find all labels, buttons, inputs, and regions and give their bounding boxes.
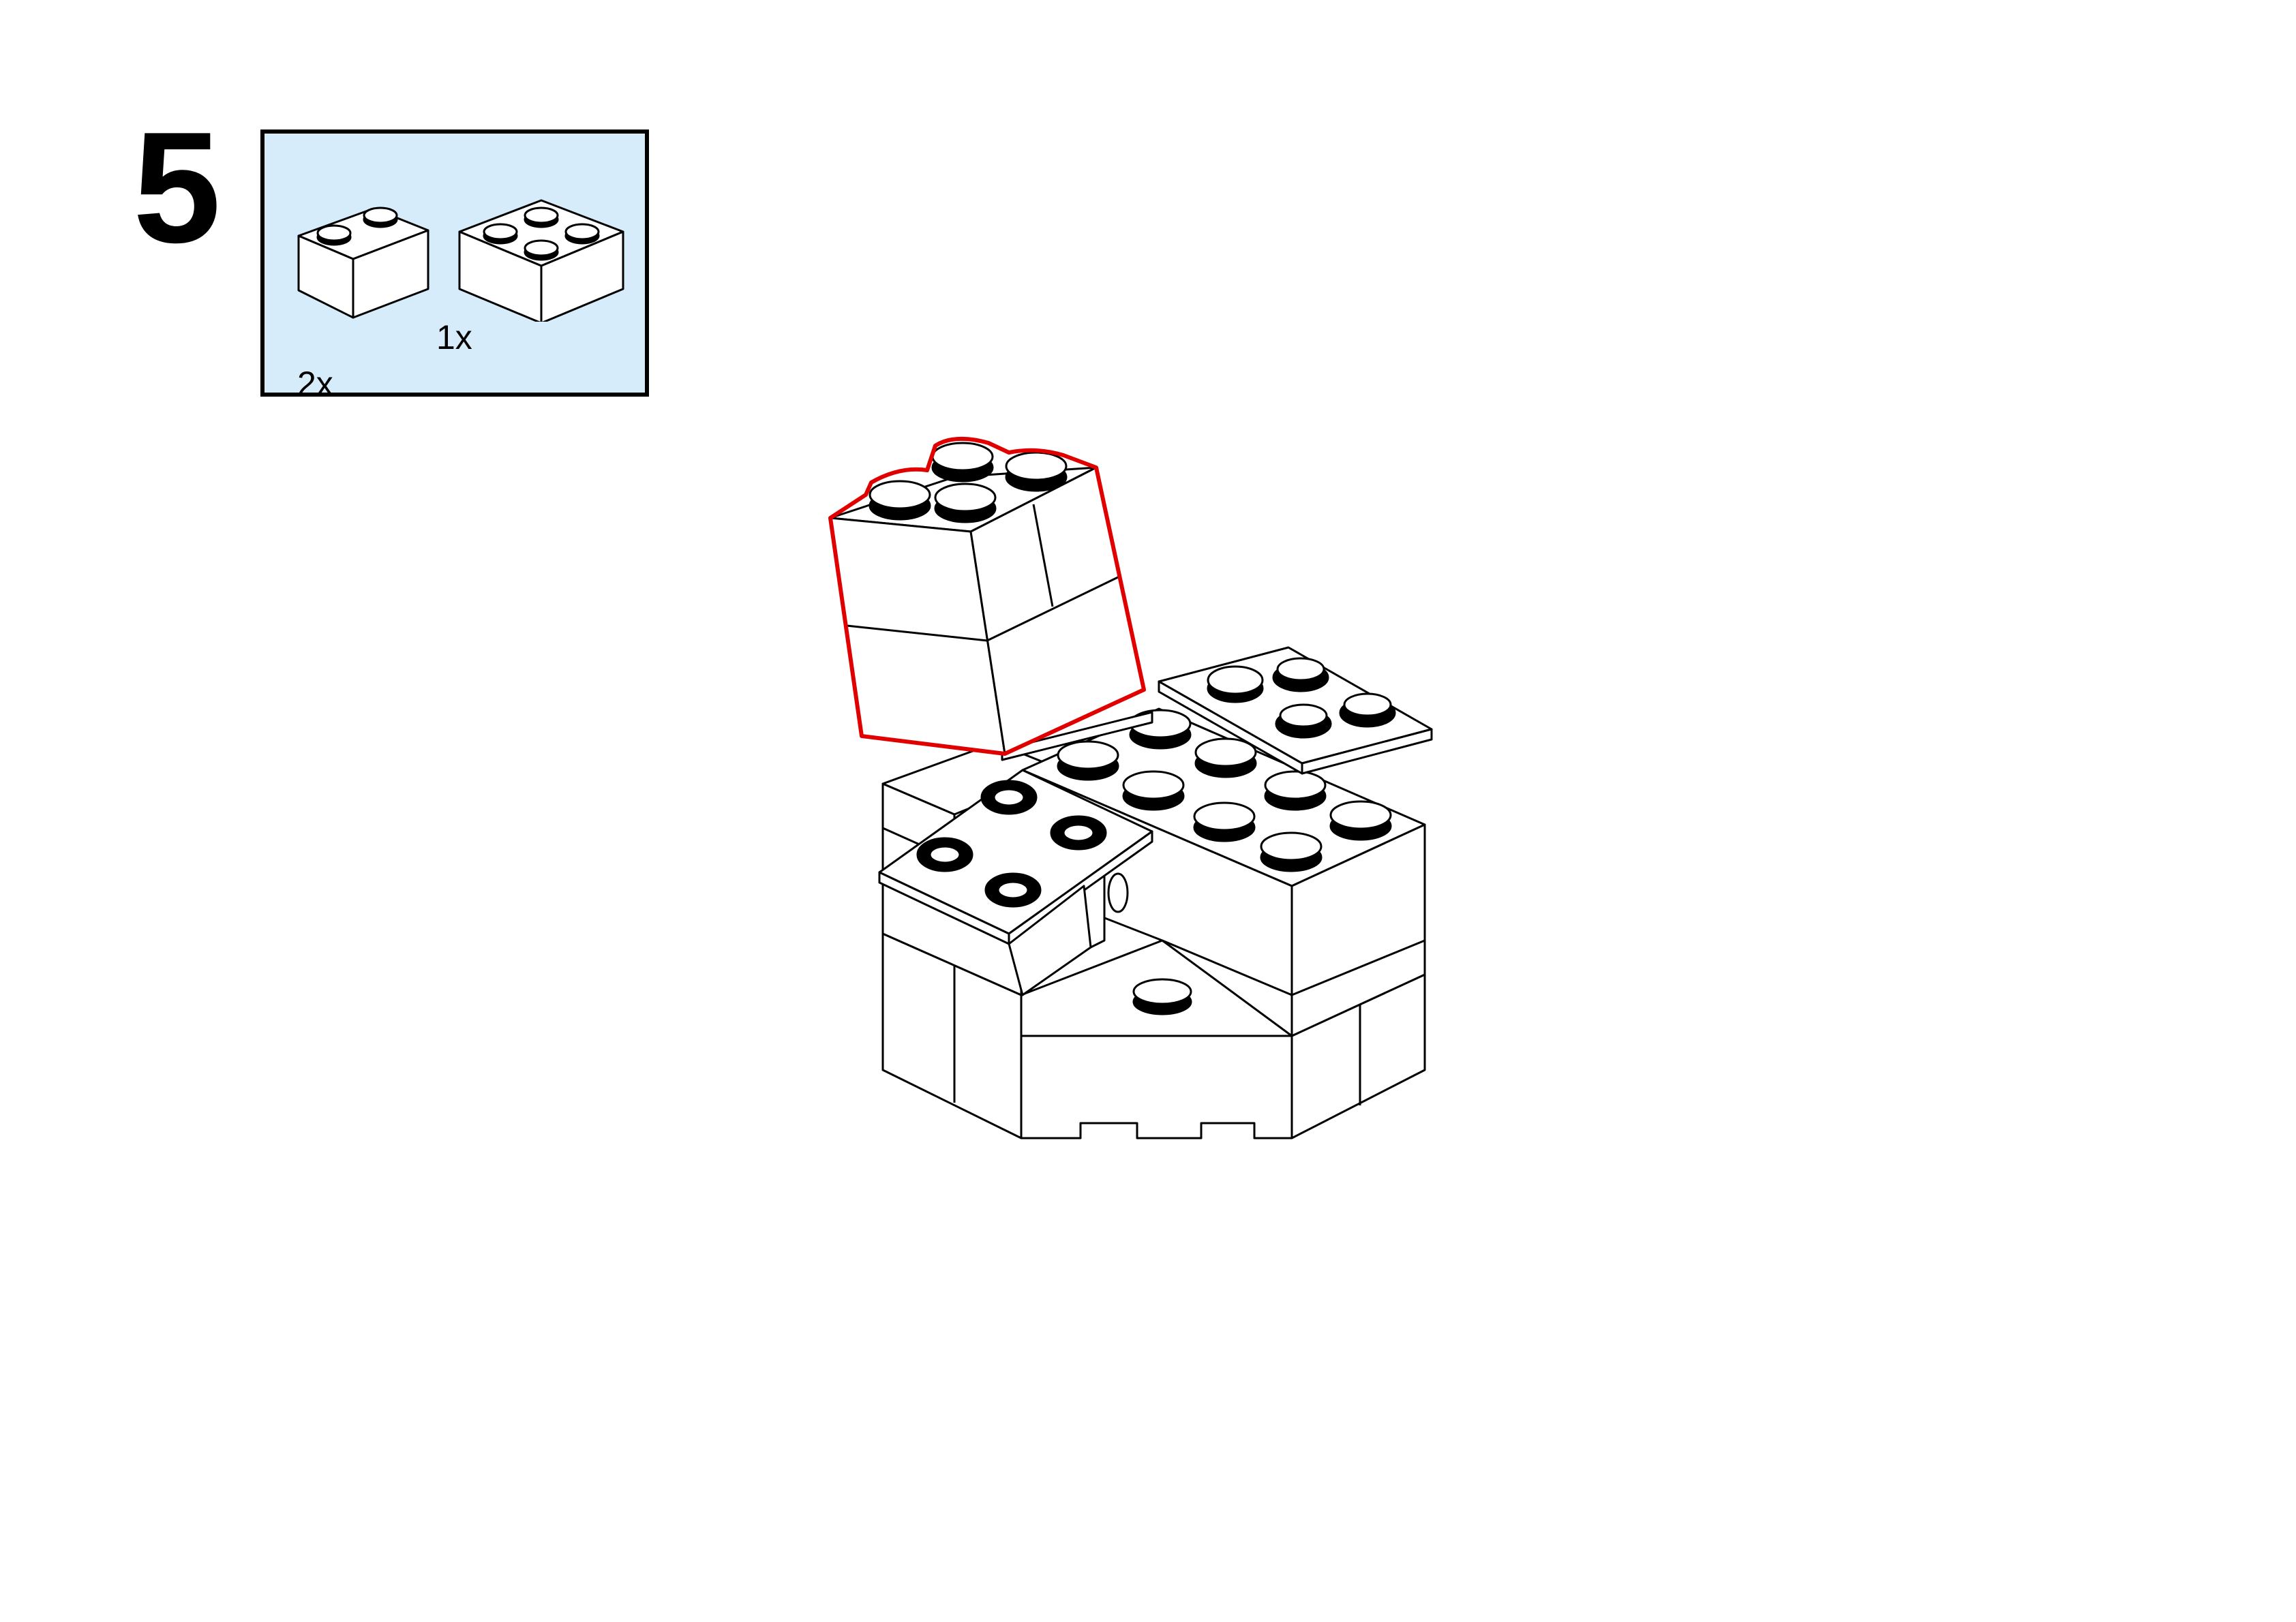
part-quantity: 2x [297,365,333,403]
new-brick-highlight [828,436,1146,756]
part-quantity: 1x [436,318,472,356]
main-brick-studs [1057,709,1392,872]
step-number: 5 [133,100,222,276]
left-plate-tubes [916,780,1107,908]
parts-list-item: 2x [292,188,442,403]
brick-2x2-icon [458,199,624,322]
right-plate-studs [1207,657,1396,739]
highlight-outline [828,436,1146,756]
parts-list-callout: 2x 1x [260,129,649,403]
parts-list-item: 1x [436,165,630,356]
stud-icon [1132,978,1192,1005]
main-brick-right [1290,823,1426,1037]
base-front-face [1020,1035,1293,1139]
brick-2x1-icon [297,206,429,319]
